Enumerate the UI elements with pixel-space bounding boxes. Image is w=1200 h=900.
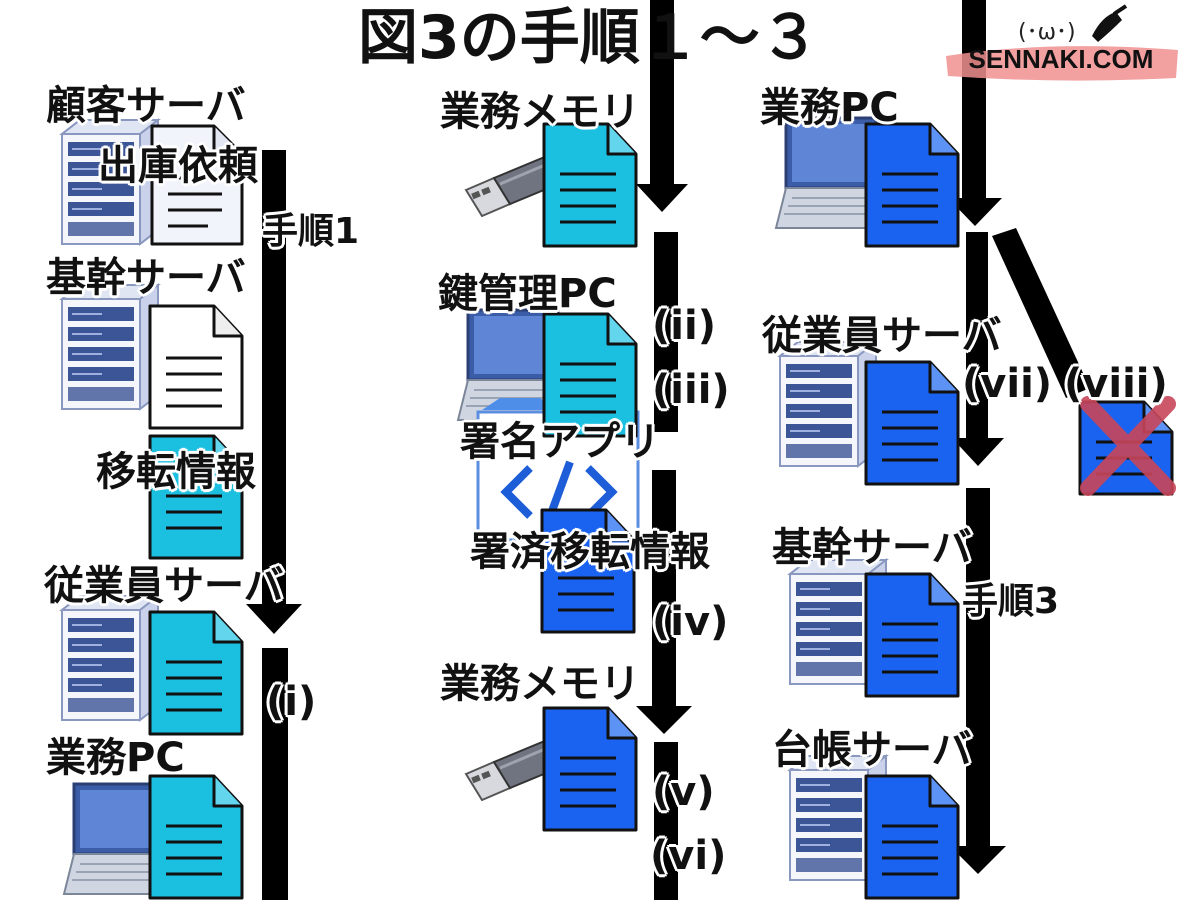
label-step-viii: (viii) xyxy=(1064,361,1168,407)
label-work-memory-bottom: 業務メモリ xyxy=(440,661,640,707)
logo: (･ω･) SENNAKI.COM xyxy=(946,14,1182,84)
logo-brush-stroke xyxy=(946,46,1178,81)
label-transfer-info: 移転情報 xyxy=(96,449,256,495)
label-step1: 手順1 xyxy=(262,211,360,252)
key-pc-document-icon xyxy=(542,312,638,438)
work-memory-document-icon xyxy=(542,122,638,248)
label-step-v: (v) xyxy=(652,769,715,815)
signed-transfer-document-icon xyxy=(540,508,636,634)
work-pc-document-icon-3 xyxy=(864,122,960,248)
employee-server-document-icon xyxy=(148,610,244,736)
label-signed-transfer-info: 署済移転情報 xyxy=(470,529,710,575)
label-core-server: 基幹サーバ xyxy=(46,255,246,301)
employee-server-document-icon-3 xyxy=(864,360,960,486)
label-step-ii: (ii) xyxy=(652,303,716,349)
logo-pen-icon xyxy=(1092,4,1128,42)
label-step-i: (i) xyxy=(266,679,317,725)
label-work-memory-top: 業務メモリ xyxy=(440,89,640,135)
label-signing-app: 署名アプリ xyxy=(460,419,660,465)
label-ledger-server: 台帳サーバ xyxy=(772,727,972,773)
transfer-info-document-icon xyxy=(148,434,244,560)
label-customer-server: 顧客サーバ xyxy=(46,83,246,129)
shipping-request-document-icon xyxy=(150,124,244,246)
label-step-vii: (vii) xyxy=(962,361,1053,407)
label-work-pc-3: 業務PC xyxy=(760,85,899,131)
label-step-iv: (iv) xyxy=(652,599,729,645)
core-server-icon xyxy=(61,284,159,410)
label-step-iii: (iii) xyxy=(652,367,730,413)
core-server-document-icon-3 xyxy=(864,572,960,698)
logo-face: (･ω･) xyxy=(1018,20,1076,45)
arrow-bars xyxy=(246,0,1090,900)
label-employee-server: 従業員サーバ xyxy=(44,563,284,609)
label-core-server-3: 基幹サーバ xyxy=(772,525,972,571)
cross-mark-icon xyxy=(1080,396,1176,496)
label-key-pc: 鍵管理PC xyxy=(438,271,617,317)
core-server-document-icon xyxy=(148,304,244,430)
logo-text: SENNAKI.COM xyxy=(968,44,1154,74)
page-title: 図3の手順１～３ xyxy=(358,3,820,73)
employee-server-icon-3 xyxy=(779,341,877,467)
employee-server-icon xyxy=(61,595,159,721)
label-work-pc: 業務PC xyxy=(46,735,185,781)
documents xyxy=(148,122,1174,900)
label-shipping-request: 出庫依頼 xyxy=(98,143,258,189)
label-step3: 手順3 xyxy=(962,581,1060,622)
ledger-server-document-icon xyxy=(864,774,960,900)
label-employee-server-3: 従業員サーバ xyxy=(762,313,1002,359)
work-pc-document-icon xyxy=(148,774,244,900)
label-step-vi: (vi) xyxy=(650,833,727,879)
work-memory-document-icon-2 xyxy=(542,706,638,832)
